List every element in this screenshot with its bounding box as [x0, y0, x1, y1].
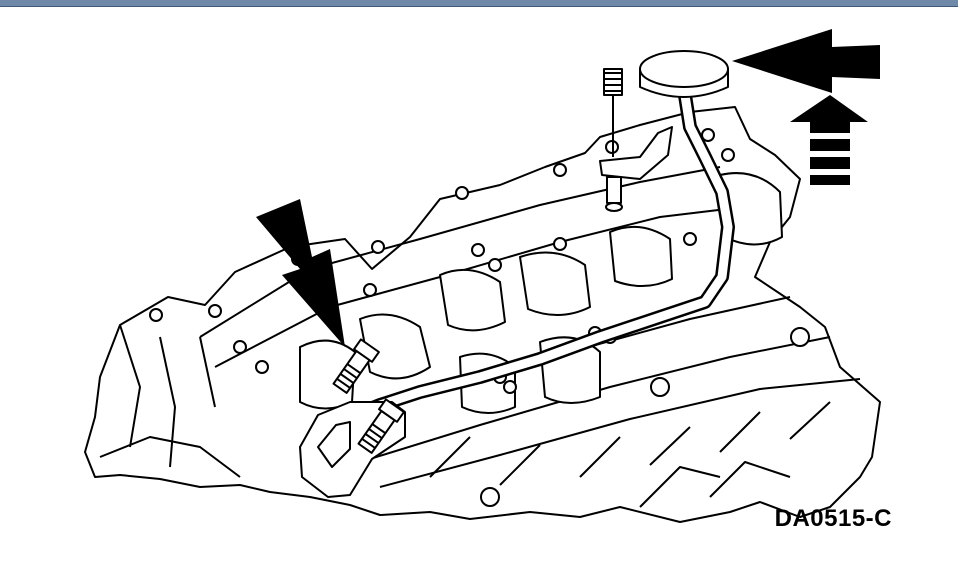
window-header-bar — [0, 0, 958, 7]
pointer-arrow-to-bolts — [256, 199, 345, 347]
support-bracket-stud-and-bolt — [603, 68, 623, 212]
oil-pickup-tube-illustration — [84, 29, 881, 523]
pickup-tube-bolts — [332, 338, 405, 454]
figure-id-label: DA0515-C — [774, 505, 892, 532]
direction-arrow-left — [732, 29, 880, 93]
oil-pump-screen-and-pickup-tube — [323, 50, 735, 452]
crankshaft — [299, 172, 783, 414]
direction-arrow-up — [790, 95, 868, 185]
